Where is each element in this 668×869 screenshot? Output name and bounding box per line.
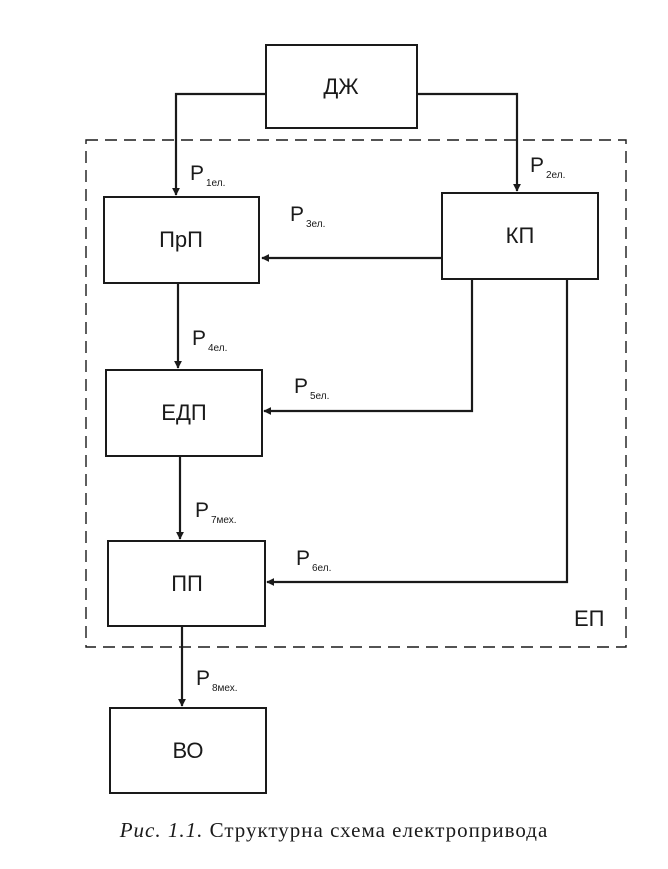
block-edp: ЕДП [105,369,263,457]
svg-text:P: P [290,203,304,226]
block-edp-label: ЕДП [161,400,206,425]
svg-text:P: P [294,375,308,398]
svg-text:4ел.: 4ел. [208,343,227,354]
block-pp-label: ПП [171,571,203,596]
flow-label-p1: P 1ел. [190,162,225,189]
flow-label-p2: P 2ел. [530,154,565,181]
svg-text:P: P [530,154,544,177]
svg-text:P: P [195,499,209,522]
figure-caption: Рис. 1.1. Структурна схема електропривод… [0,818,668,843]
block-pp: ПП [107,540,266,627]
arrow-kp-to-pp [266,279,569,586]
flow-label-p8: P 8мех. [196,667,238,694]
figure-caption-number: Рис. 1.1. [119,818,204,842]
flow-label-p4: P 4ел. [192,327,227,354]
block-kp: КП [441,192,599,280]
figure-caption-text: Структурна схема електропривода [209,818,549,842]
block-vo: ВО [109,707,267,794]
block-prp: ПрП [103,196,260,284]
svg-text:1ел.: 1ел. [206,178,225,189]
svg-text:P: P [190,162,204,185]
arrow-dzh-to-prp [172,92,266,196]
svg-text:7мех.: 7мех. [211,515,237,526]
svg-text:2ел.: 2ел. [546,170,565,181]
arrow-kp-to-edp [263,279,474,415]
svg-text:P: P [296,547,310,570]
svg-text:5ел.: 5ел. [310,391,329,402]
ep-group-boundary [85,139,627,648]
flow-label-p6: P 6ел. [296,547,331,574]
svg-text:P: P [196,667,210,690]
block-kp-label: КП [506,223,535,248]
svg-text:3ел.: 3ел. [306,219,325,230]
block-dzh-label: ДЖ [323,74,359,99]
arrow-dzh-to-kp [417,92,521,192]
flow-label-p3: P 3ел. [290,203,325,230]
flow-label-p7: P 7мех. [195,499,237,526]
block-vo-label: ВО [172,738,203,763]
svg-text:6ел.: 6ел. [312,563,331,574]
svg-text:8мех.: 8мех. [212,683,238,694]
block-dzh: ДЖ [265,44,418,129]
block-prp-label: ПрП [159,227,203,252]
ep-group-label: ЕП [574,606,605,631]
svg-text:P: P [192,327,206,350]
flow-label-p5: P 5ел. [294,375,329,402]
